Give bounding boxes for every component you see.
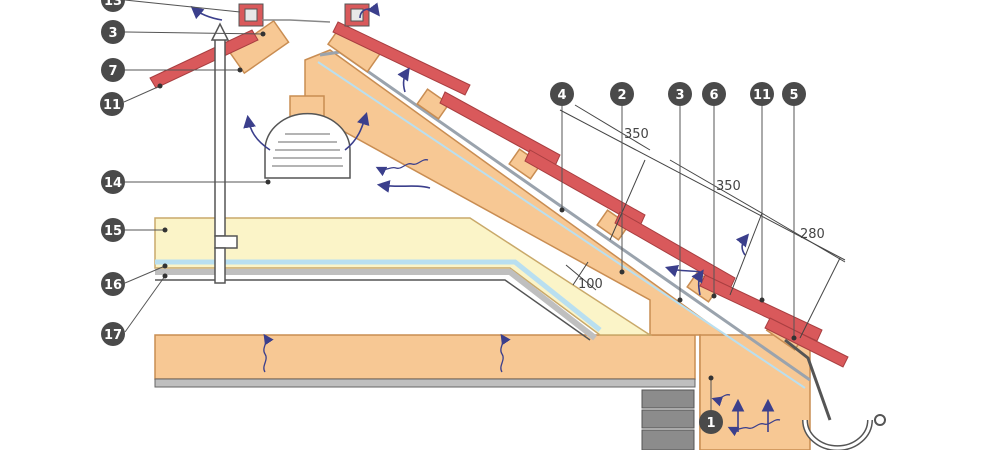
svg-text:16: 16 bbox=[104, 278, 122, 293]
svg-text:15: 15 bbox=[104, 224, 122, 239]
svg-text:11: 11 bbox=[103, 98, 121, 113]
callout-3-top: 3 bbox=[101, 20, 125, 44]
roof-tiles bbox=[149, 21, 849, 368]
svg-text:3: 3 bbox=[108, 26, 117, 41]
svg-text:11: 11 bbox=[753, 88, 771, 103]
callout-11-left: 11 bbox=[100, 92, 124, 116]
svg-text:6: 6 bbox=[709, 88, 718, 103]
wall-post bbox=[699, 334, 811, 451]
svg-text:14: 14 bbox=[104, 176, 122, 191]
dimension-350-b: 350 bbox=[716, 179, 741, 194]
dimension-280: 280 bbox=[800, 227, 825, 242]
leader-lines bbox=[123, 0, 795, 410]
callout-7: 7 bbox=[101, 58, 125, 82]
svg-text:17: 17 bbox=[104, 328, 122, 343]
dimension-350-a: 350 bbox=[624, 127, 649, 142]
callout-1: 1 bbox=[699, 410, 723, 434]
callout-4: 4 bbox=[550, 82, 574, 106]
vent-pipe bbox=[214, 35, 238, 284]
callout-14: 14 bbox=[101, 170, 125, 194]
dimension-100: 100 bbox=[578, 277, 603, 292]
svg-text:4: 4 bbox=[557, 88, 566, 103]
air-flow-arrows bbox=[190, 2, 775, 432]
svg-text:2: 2 bbox=[617, 88, 626, 103]
dimension-lines bbox=[559, 104, 846, 339]
svg-text:1: 1 bbox=[706, 416, 715, 431]
floor-membrane bbox=[154, 378, 696, 388]
callout-6: 6 bbox=[702, 82, 726, 106]
callout-2: 2 bbox=[610, 82, 634, 106]
ceiling-line bbox=[155, 279, 591, 341]
vapour-barrier-grey bbox=[155, 269, 597, 341]
insulation-layer bbox=[154, 217, 653, 336]
vapour-barrier-blue bbox=[155, 259, 602, 332]
ridge-vent-left bbox=[244, 8, 258, 22]
gutter bbox=[784, 338, 886, 452]
callout-3-right: 3 bbox=[668, 82, 692, 106]
svg-text:13: 13 bbox=[104, 0, 122, 9]
svg-text:5: 5 bbox=[789, 88, 798, 103]
leader-dots bbox=[157, 31, 797, 381]
callout-13: 13 bbox=[101, 0, 125, 12]
attic-vent bbox=[264, 112, 351, 179]
ridge-outline bbox=[262, 19, 331, 23]
moisture-wave-arrows bbox=[263, 159, 781, 437]
vent-pipe-arrow-up bbox=[210, 22, 230, 41]
brick-wall bbox=[641, 389, 695, 451]
callout-16: 16 bbox=[101, 272, 125, 296]
svg-text:3: 3 bbox=[675, 88, 684, 103]
callout-17: 17 bbox=[101, 322, 125, 346]
callout-5: 5 bbox=[782, 82, 806, 106]
ridge-vent-right bbox=[350, 8, 364, 22]
callout-15: 15 bbox=[101, 218, 125, 242]
callout-11-right: 11 bbox=[750, 82, 774, 106]
svg-text:7: 7 bbox=[108, 64, 117, 79]
roof-membrane-blue bbox=[317, 61, 806, 389]
floor-beam bbox=[154, 334, 696, 380]
